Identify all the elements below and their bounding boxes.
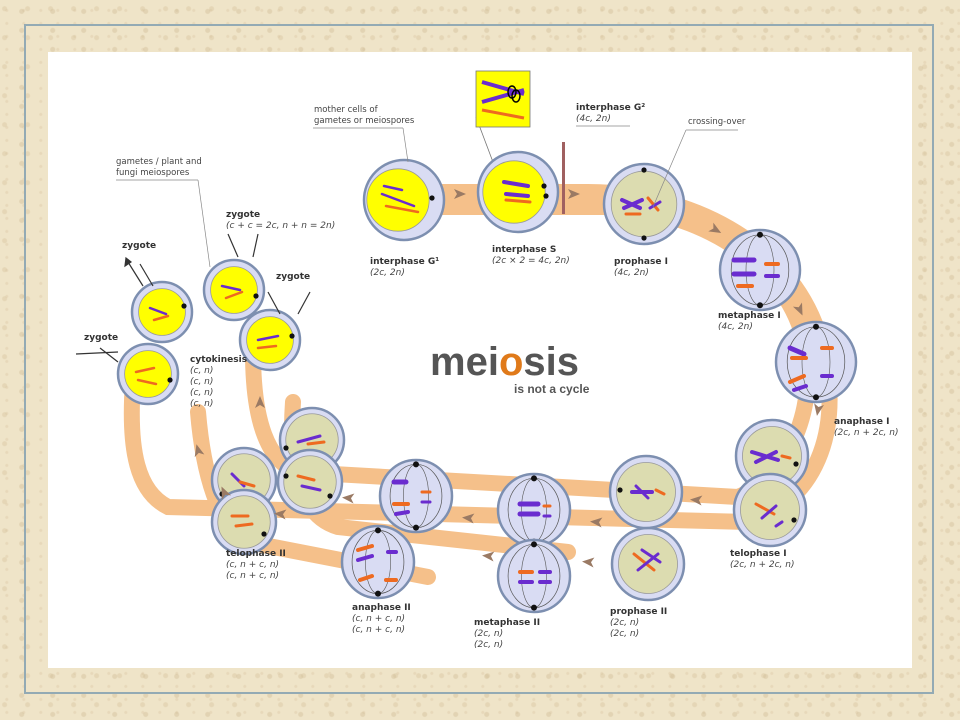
s-phase-detail [475, 70, 565, 214]
slide-canvas: meiosis is not a cycle mother cells of g… [48, 52, 912, 668]
track-arrow-7 [590, 517, 603, 528]
formula-anaphase-2-b: (c, n + c, n) [352, 625, 405, 635]
formula-metaphase-1: (4c, 2n) [718, 322, 753, 332]
track-arrows [194, 189, 824, 568]
track-arrow-11 [255, 396, 265, 408]
formula-telophase-2-a: (c, n + c, n) [226, 560, 279, 570]
cell-metaphase-2-upper [608, 454, 684, 530]
formula-cytokinesis-1: (c, n) [190, 366, 213, 376]
cell-gamete-1 [130, 280, 194, 344]
note-gametes-2: fungi meiospores [116, 168, 190, 178]
label-prophase-1: prophase I [614, 257, 668, 267]
cell-gamete-3 [238, 308, 302, 372]
cell-metaphase-1 [718, 228, 802, 312]
label-zygote-2: zygote [122, 241, 156, 251]
subtitle: is not a cycle [514, 382, 590, 396]
formula-interphase-s: (2c × 2 = 4c, 2n) [492, 256, 570, 266]
title-accent: o [499, 340, 523, 384]
track-path-outer [123, 184, 838, 531]
formula-anaphase-2-a: (c, n + c, n) [352, 614, 405, 624]
formula-cytokinesis-4: (c, n) [190, 399, 213, 409]
track-arrow-4 [792, 302, 803, 316]
formula-zygote: (c + c = 2c, n + n = 2n) [226, 221, 335, 231]
track-path-inner [245, 199, 816, 506]
formula-cytokinesis-2: (c, n) [190, 377, 213, 387]
title-part-2: sis [523, 340, 579, 384]
note-gametes-1: gametes / plant and [116, 157, 202, 167]
formula-prophase-2-a: (2c, n) [610, 618, 639, 628]
formula-metaphase-2-a: (2c, n) [474, 629, 503, 639]
title-meiosis: meiosis [430, 340, 579, 384]
cells [116, 150, 858, 614]
label-interphase-s: interphase S [492, 245, 556, 255]
track-arrow-2 [568, 189, 580, 199]
track-arrow-10 [221, 486, 232, 500]
track-arrow-15 [194, 444, 205, 458]
note-crossing-over: crossing-over [688, 117, 746, 127]
formula-cytokinesis-3: (c, n) [190, 388, 213, 398]
cell-metaphase-2-middle [496, 472, 572, 548]
note-mother-cells-1: mother cells of [314, 105, 379, 115]
formula-telophase-1: (2c, n + 2c, n) [730, 560, 795, 570]
label-telophase-1: telophase I [730, 549, 787, 559]
track-arrow-12 [582, 557, 595, 568]
label-anaphase-1: anaphase I [834, 417, 889, 427]
formula-metaphase-2-b: (2c, n) [474, 640, 503, 650]
cell-interphase-g1 [362, 158, 446, 242]
label-zygote-1: zygote [226, 210, 260, 220]
slide-border [24, 24, 934, 694]
cell-telophase-2-b-bottom [210, 488, 278, 556]
label-anaphase-2: anaphase II [352, 603, 411, 613]
cell-gamete-4 [116, 342, 180, 406]
track-arrow-13 [482, 551, 495, 562]
cell-anaphase-1 [774, 320, 858, 404]
formula-interphase-g1: (2c, 2n) [370, 268, 405, 278]
title-part-1: mei [430, 340, 499, 384]
note-mother-cells-2: gametes or meiospores [314, 116, 415, 126]
cell-gamete-2 [202, 258, 266, 322]
cell-telophase-1-bottom [732, 472, 808, 548]
formula-interphase-g2: (4c, 2n) [576, 114, 611, 124]
track-arrow-5 [814, 403, 824, 416]
label-interphase-g2: interphase G² [576, 103, 645, 113]
cell-prophase-1 [602, 162, 686, 246]
cell-telophase-2-a-bottom [276, 448, 344, 516]
label-metaphase-1: metaphase I [718, 311, 781, 321]
label-metaphase-2: metaphase II [474, 618, 540, 628]
zygote-arrows [75, 233, 311, 363]
formula-anaphase-1: (2c, n + 2c, n) [834, 428, 899, 438]
formula-telophase-2-b: (c, n + c, n) [226, 571, 279, 581]
label-prophase-2: prophase II [610, 607, 667, 617]
label-telophase-2: telophase II [226, 549, 286, 559]
cell-telophase-1-top [734, 418, 810, 494]
label-zygote-4: zygote [84, 333, 118, 343]
meiosis-diagram: meiosis is not a cycle mother cells of g… [75, 70, 899, 650]
labels: mother cells of gametes or meiospores ga… [84, 103, 899, 650]
track-arrow-14 [274, 509, 287, 520]
label-zygote-3: zygote [276, 272, 310, 282]
label-cytokinesis: cytokinesis [190, 355, 247, 365]
track-arrow-3 [708, 222, 722, 233]
cell-metaphase-2-bottom [496, 538, 572, 614]
formula-prophase-1: (4c, 2n) [614, 268, 649, 278]
track-arrow-1 [454, 189, 466, 199]
track-arrow-9 [342, 493, 355, 504]
title-block: meiosis is not a cycle [430, 340, 590, 396]
g2-bar [562, 142, 565, 214]
cell-prophase-2 [610, 526, 686, 602]
cell-interphase-s [476, 150, 560, 234]
cell-anaphase-2-lower [340, 524, 416, 600]
cell-anaphase-2-upper [378, 458, 454, 534]
track-arrow-6 [690, 495, 703, 506]
track-arrow-8 [462, 513, 475, 524]
formula-prophase-2-b: (2c, n) [610, 629, 639, 639]
leader-lines [116, 125, 738, 268]
label-interphase-g1: interphase G¹ [370, 257, 439, 267]
